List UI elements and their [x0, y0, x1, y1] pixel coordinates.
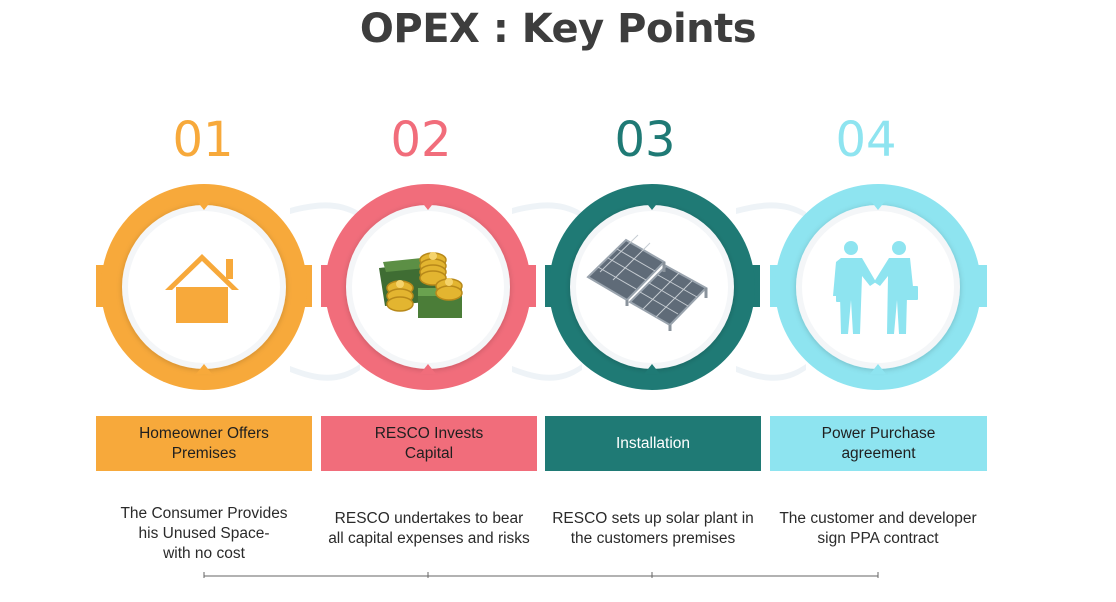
step-desc-02-line2: all capital expenses and risks	[328, 530, 530, 547]
step-heading-04-line1: Power Purchase	[821, 424, 936, 442]
step-number-04: 04	[835, 112, 897, 168]
page-title: OPEX : Key Points	[359, 6, 757, 52]
step-desc-01-line1: The Consumer Provides	[120, 505, 288, 522]
step-heading-01-line2: Premises	[171, 444, 237, 462]
step-circle-04	[770, 184, 987, 390]
step-number-02: 02	[390, 112, 452, 168]
step-heading-02-line1: RESCO Invests	[374, 424, 484, 442]
money-coins-icon	[379, 252, 463, 318]
handshake-icon	[833, 241, 918, 334]
step-description-01: The Consumer Provides his Unused Space- …	[96, 504, 312, 564]
step-desc-01-line3: with no cost	[163, 545, 245, 562]
connector-bands	[290, 202, 806, 381]
solar-panels-icon	[586, 234, 708, 331]
step-heading-box-04: Power Purchase agreement	[770, 416, 987, 471]
step-heading-03-line1: Installation	[615, 434, 691, 452]
step-desc-02-line1: RESCO undertakes to bear	[334, 510, 524, 527]
step-number-03: 03	[614, 112, 676, 168]
step-desc-03-line1: RESCO sets up solar plant in	[552, 510, 754, 527]
step-desc-03-line2: the customers premises	[570, 530, 736, 547]
step-heading-04-line2: agreement	[841, 444, 916, 462]
step-description-04: The customer and developer sign PPA cont…	[763, 509, 993, 549]
house-icon	[165, 254, 239, 323]
step-desc-04-line2: sign PPA contract	[817, 530, 939, 547]
step-description-03: RESCO sets up solar plant in the custome…	[539, 509, 767, 549]
step-desc-04-line1: The customer and developer	[779, 510, 977, 527]
step-description-02: RESCO undertakes to bear all capital exp…	[314, 509, 544, 549]
step-heading-box-03: Installation	[545, 416, 761, 471]
step-number-01: 01	[172, 112, 234, 168]
step-heading-01-line1: Homeowner Offers	[139, 424, 269, 442]
step-heading-02-line2: Capital	[404, 444, 454, 462]
timeline	[203, 572, 879, 578]
step-desc-01-line2: his Unused Space-	[138, 525, 270, 542]
